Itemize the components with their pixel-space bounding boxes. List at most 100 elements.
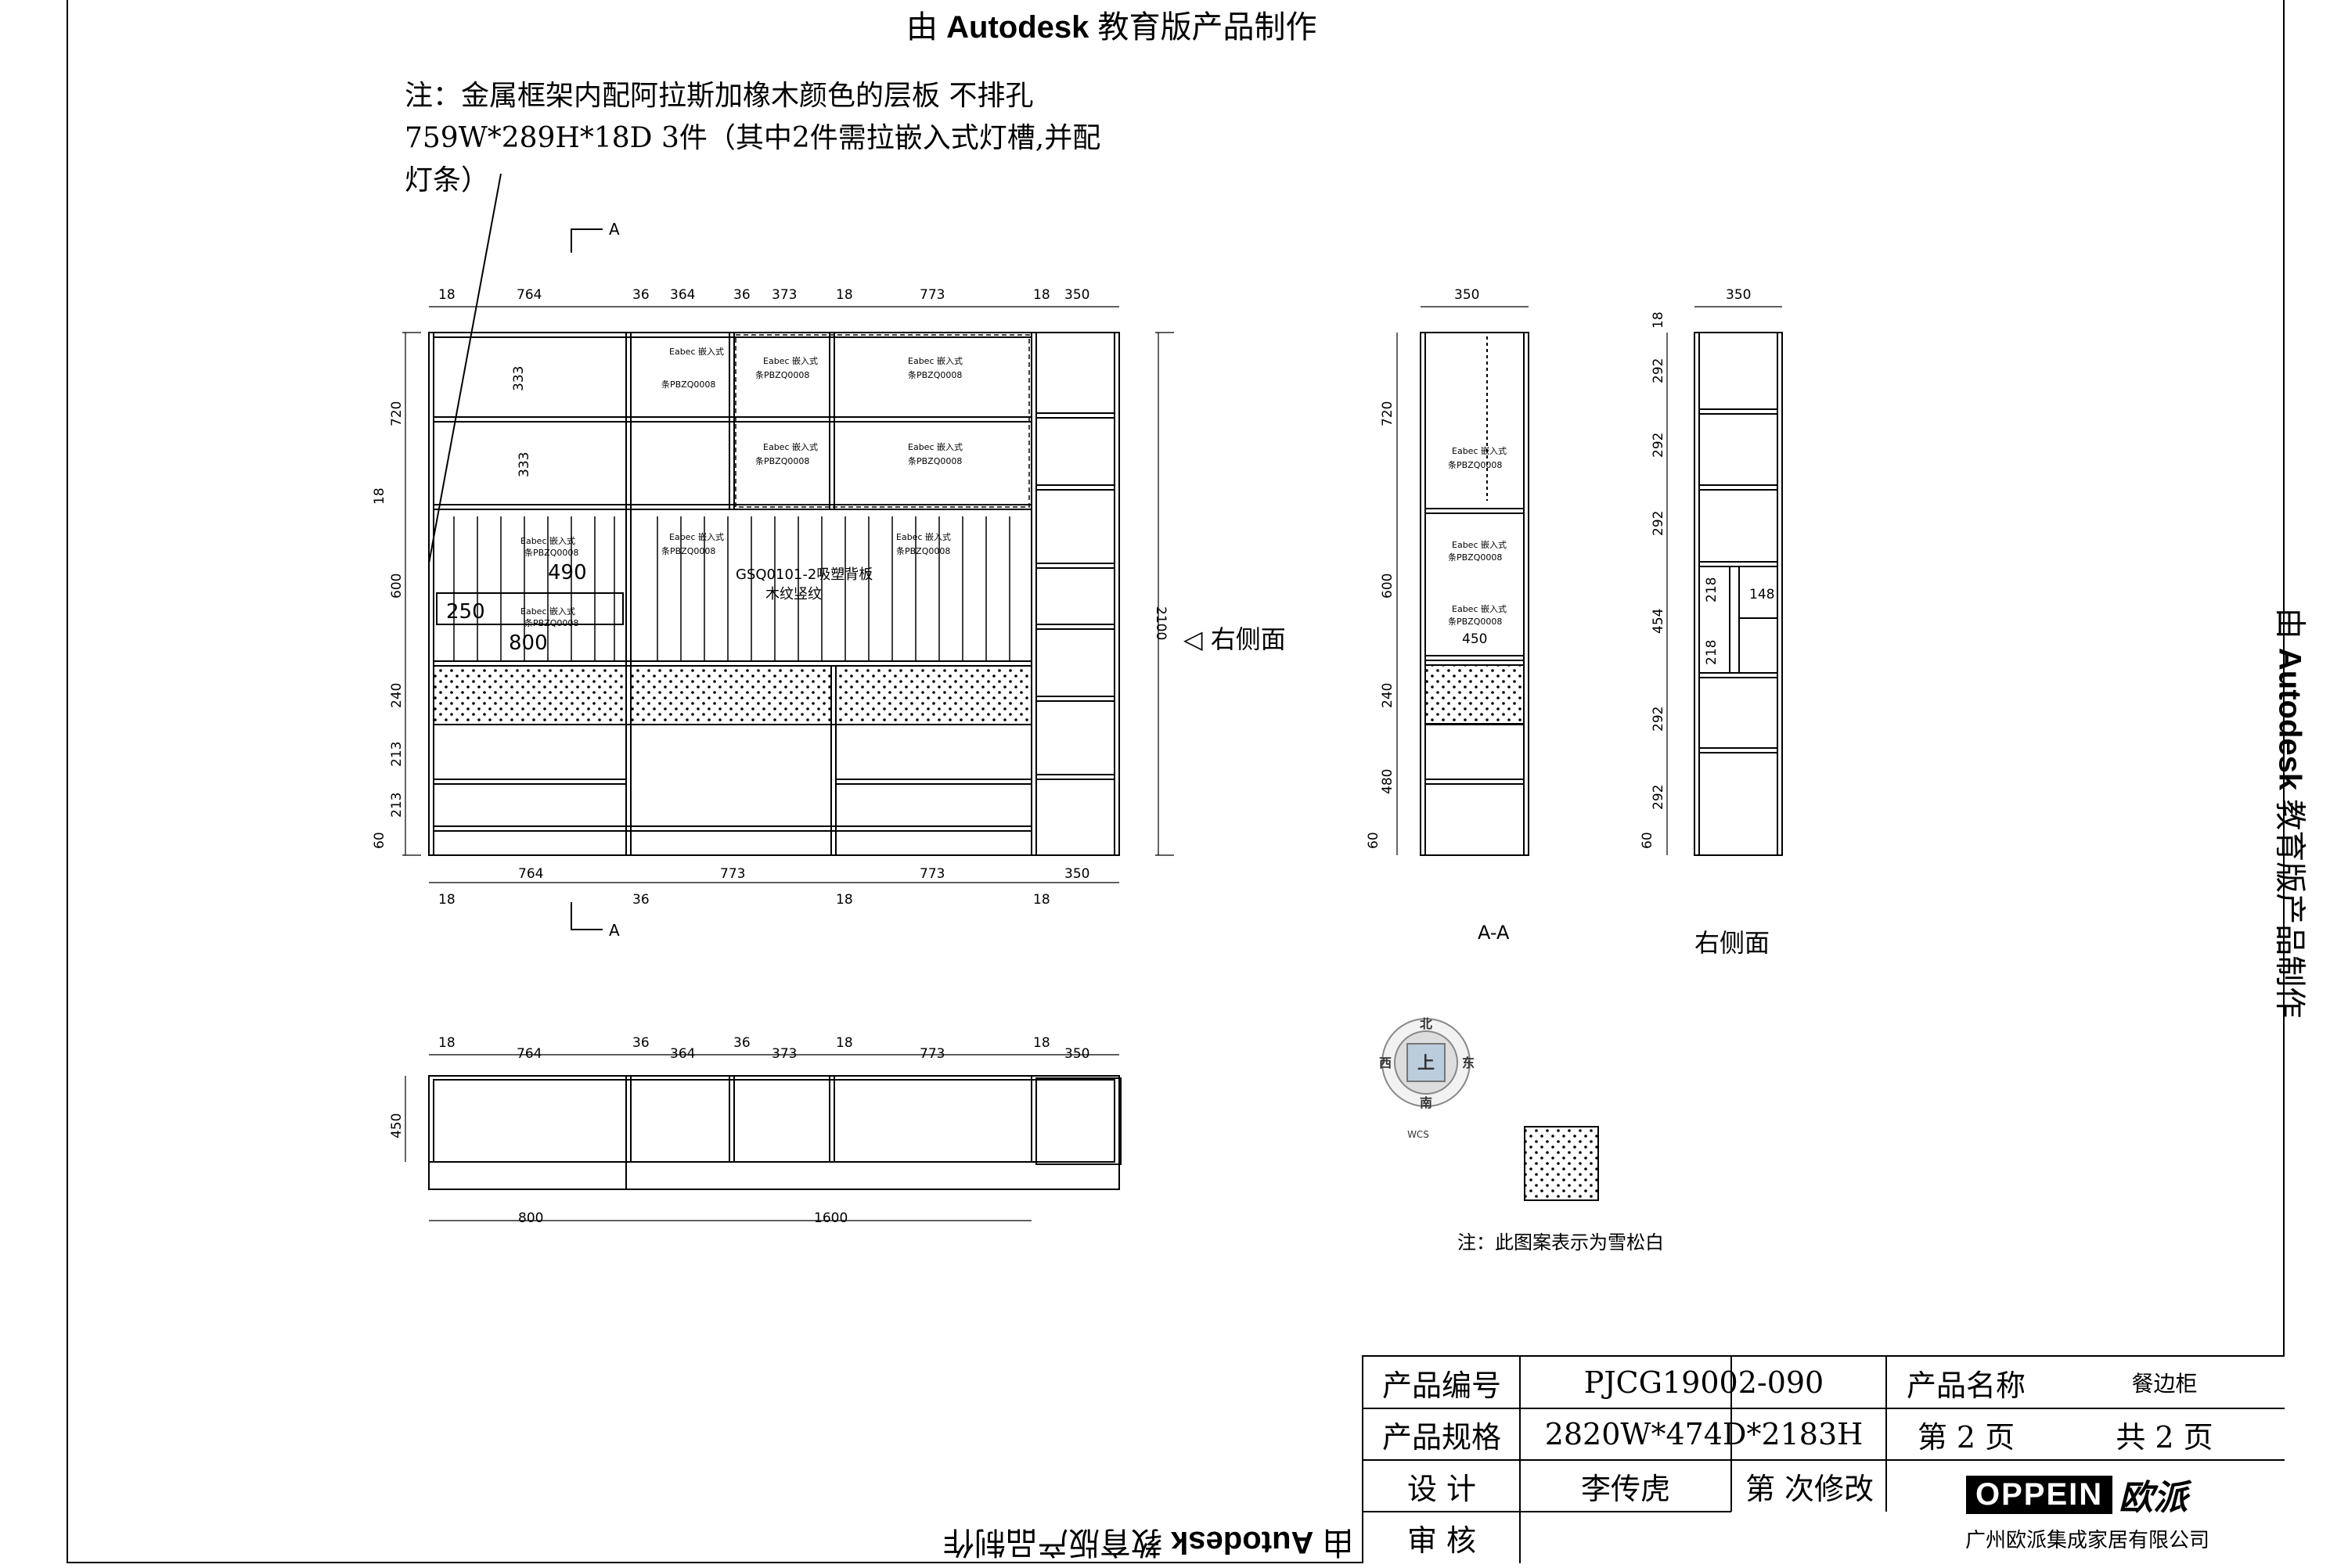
front-dimensions — [402, 306, 1174, 883]
dim-rs-inner-1: 218 — [1704, 640, 1720, 665]
product-spec-value: 2820W*474D*2183H — [1544, 1417, 1864, 1451]
light-label-k1: Eabec 嵌入式 — [1452, 540, 1507, 550]
dim-aa-width: 350 — [1454, 287, 1479, 303]
dim-plan-top-0: 18 — [438, 1035, 456, 1051]
viewcube-north: 北 — [1420, 1016, 1432, 1031]
shelf-note-line2: 759W*289H*18D 3件（其中2件需拉嵌入式灯槽,并配 — [405, 122, 1101, 154]
dim-rs-left-3: 292 — [1651, 511, 1666, 536]
page-total: 共 2 页 — [2116, 1419, 2213, 1455]
viewcube — [1381, 1018, 1471, 1107]
dim-plan-bottom-0: 800 — [518, 1210, 543, 1226]
viewcube-top: 上 — [1417, 1054, 1435, 1074]
light-label-c1: Eabec 嵌入式 — [908, 356, 963, 366]
dim-inner-0: 333 — [511, 366, 527, 391]
page-number: 第 2 页 — [1917, 1419, 2015, 1455]
dim-left-6: 60 — [372, 832, 387, 849]
dim-inner-3: 250 — [446, 600, 485, 624]
dim-top-0: 18 — [438, 287, 456, 303]
section-labels: A A A-A — [609, 220, 1510, 944]
product-name-value: 餐边柜 — [2131, 1371, 2198, 1397]
light-label-i2: 条PBZQ0008 — [524, 617, 578, 628]
light-label-e1: Eabec 嵌入式 — [908, 442, 963, 452]
light-label-g1: Eabec 嵌入式 — [669, 532, 724, 542]
dim-rs-left-1: 292 — [1651, 358, 1666, 383]
dim-top-4: 36 — [733, 287, 751, 303]
dim-aa-left-4: 60 — [1366, 832, 1381, 849]
light-strip-labels: Eabec 嵌入式 条PBZQ0008 Eabec 嵌入式 条PBZQ0008 … — [520, 347, 1507, 628]
dim-plan-top-2: 36 — [632, 1035, 650, 1051]
dim-left-1: 18 — [372, 487, 387, 505]
product-name-label: 产品名称 — [1906, 1368, 2026, 1403]
title-block: 产品编号 PJCG19002-090 产品名称 餐边柜 产品规格 2820W*4… — [1362, 1355, 2285, 1563]
title-block-grid — [1363, 1357, 2285, 1563]
dim-top-7: 773 — [920, 287, 945, 303]
light-label-l1: Eabec 嵌入式 — [1452, 604, 1507, 614]
dim-plan-top-7: 773 — [920, 1046, 945, 1062]
shelf-note-line3: 灯条） — [405, 164, 490, 196]
watermark-suffix: 教育版产品制作 — [1097, 10, 1317, 45]
light-label-k2: 条PBZQ0008 — [1448, 552, 1502, 563]
viewcube-east: 东 — [1462, 1056, 1475, 1070]
product-code-label: 产品编号 — [1381, 1368, 1501, 1403]
light-label-b2: 条PBZQ0008 — [755, 369, 809, 380]
dim-plan-top-4: 36 — [733, 1035, 751, 1051]
dim-top-3: 364 — [670, 287, 695, 303]
section-marker-bottom: A — [609, 921, 620, 940]
dim-bottom-3: 350 — [1064, 866, 1089, 882]
back-panel-label-1: GSQ0101-2吸塑背板 — [736, 566, 873, 583]
light-label-h1: Eabec 嵌入式 — [896, 532, 951, 542]
dim-rs-left-2: 292 — [1651, 433, 1666, 458]
viewcube-south: 南 — [1420, 1095, 1432, 1110]
dim-rs-width: 350 — [1726, 287, 1751, 303]
shelf-note: 注：金属框架内配阿拉斯加橡木颜色的层板 不排孔 759W*289H*18D 3件… — [405, 75, 1100, 202]
dim-aa-left-1: 600 — [1380, 574, 1395, 599]
plan-view — [405, 1054, 1122, 1221]
viewcube-wcs: WCS — [1407, 1129, 1429, 1140]
light-label-l2: 条PBZQ0008 — [1448, 616, 1502, 627]
dim-left-0: 720 — [389, 401, 405, 426]
hatch-note: 注：此图案表示为雪松白 — [1457, 1232, 1664, 1253]
dim-plan-bottom-1: 1600 — [814, 1210, 848, 1226]
designer-name: 李传虎 — [1580, 1471, 1670, 1506]
shelf-note-line1: 注：金属框架内配阿拉斯加橡木颜色的层板 不排孔 — [405, 80, 1034, 112]
front-elevation — [428, 332, 1120, 856]
dim-top-2: 36 — [632, 287, 650, 303]
design-label: 设 计 — [1406, 1471, 1477, 1506]
light-label-j1: Eabec 嵌入式 — [1452, 446, 1507, 456]
viewcube-labels: 北 西 东 南 上 WCS — [1379, 1016, 1475, 1140]
light-label-i1: Eabec 嵌入式 — [520, 606, 575, 617]
review-label: 审 核 — [1406, 1523, 1477, 1558]
dim-rs-inner-0: 218 — [1704, 577, 1720, 602]
company-logo: OPPEIN 欧派 — [1966, 1471, 2271, 1518]
product-code-value: PJCG19002-090 — [1583, 1365, 1824, 1400]
dim-inner-2: 490 — [548, 561, 587, 584]
dim-rs-left-6: 292 — [1651, 785, 1666, 810]
dim-bottom-0: 764 — [518, 866, 543, 882]
light-label-g2: 条PBZQ0008 — [661, 545, 715, 556]
dim-bsmall-3: 18 — [1033, 892, 1050, 908]
dim-plan-depth: 450 — [389, 1113, 405, 1138]
dim-bsmall-0: 18 — [438, 892, 456, 908]
dim-left-3: 240 — [389, 683, 405, 708]
dim-aa-inner: 450 — [1462, 631, 1487, 647]
back-panel-labels: GSQ0101-2吸塑背板 木纹竖纹 — [736, 566, 873, 602]
dim-plan-top-1: 764 — [517, 1046, 542, 1062]
watermark-prefix: 由 — [906, 10, 938, 45]
dim-inner-1: 333 — [517, 452, 532, 477]
light-label-a1: Eabec 嵌入式 — [669, 347, 724, 357]
dim-bsmall-1: 36 — [632, 892, 650, 908]
dim-rs-left-0: 18 — [1651, 311, 1666, 329]
dim-rs-left-5: 292 — [1651, 707, 1666, 732]
oppein-logo-box: OPPEIN — [1966, 1475, 2113, 1514]
hatch-legend-swatch — [1524, 1126, 1599, 1201]
dim-rs-left-7: 60 — [1640, 832, 1655, 849]
dim-bottom-1: 773 — [720, 866, 745, 882]
note-leader-line — [428, 173, 502, 564]
dim-bsmall-2: 18 — [836, 892, 853, 908]
back-panel-label-2: 木纹竖纹 — [765, 586, 822, 602]
light-label-f2: 条PBZQ0008 — [524, 547, 578, 558]
watermark-top: 由 Autodesk 教育版产品制作 — [906, 2, 1317, 47]
light-label-a2: 条PBZQ0008 — [661, 379, 715, 390]
section-aa — [1396, 306, 1529, 856]
